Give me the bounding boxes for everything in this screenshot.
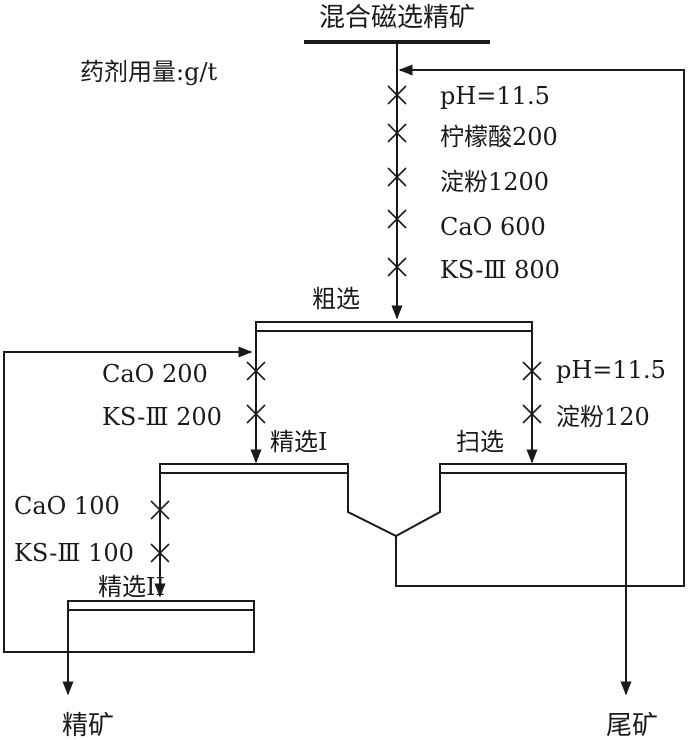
cleaner2-reagent-cross-1 bbox=[150, 500, 170, 520]
rougher-reagent-2: 柠檬酸200 bbox=[440, 123, 558, 151]
middlings-return-line bbox=[395, 64, 685, 587]
cleaner2-cell bbox=[67, 600, 255, 611]
rougher-reagent-5: KS-Ⅲ 800 bbox=[440, 256, 560, 284]
scavenger-reagent-2: 淀粉120 bbox=[556, 403, 650, 431]
rougher-cell bbox=[255, 321, 533, 332]
cleaner2-reagent-2: KS-Ⅲ 100 bbox=[14, 539, 134, 567]
cleaner2-tailings-return-line bbox=[3, 346, 255, 653]
feed-label: 混合磁选精矿 bbox=[319, 3, 475, 33]
scavenger-label: 扫选 bbox=[456, 428, 504, 456]
cleaner1-label: 精选I bbox=[270, 428, 327, 456]
scavenger-reagent-1: pH=11.5 bbox=[556, 356, 666, 384]
rougher-reagent-3: 淀粉1200 bbox=[440, 168, 549, 196]
cleaner1-cell bbox=[159, 463, 349, 474]
reagent-cross-1 bbox=[387, 85, 407, 105]
cleaner2-label: 精选II bbox=[98, 573, 165, 601]
dosage-unit-label: 药剂用量:g/t bbox=[80, 58, 218, 86]
cleaner1-reagent-cross-2 bbox=[246, 404, 266, 424]
reagent-cross-2 bbox=[387, 123, 407, 143]
tailings-label: 尾矿 bbox=[606, 711, 658, 740]
middlings-funnel bbox=[347, 473, 441, 538]
reagent-cross-5 bbox=[387, 257, 407, 277]
rougher-label: 粗选 bbox=[312, 285, 360, 313]
rougher-reagent-1: pH=11.5 bbox=[440, 82, 550, 110]
cleaner1-reagent-1: CaO 200 bbox=[102, 360, 208, 388]
rougher-reagent-4: CaO 600 bbox=[440, 213, 546, 241]
scavenger-cell bbox=[439, 463, 627, 474]
cleaner2-reagent-cross-2 bbox=[150, 543, 170, 563]
reagent-cross-3 bbox=[387, 167, 407, 187]
scavenger-reagent-cross-2 bbox=[522, 404, 542, 424]
cleaner2-reagent-1: CaO 100 bbox=[14, 492, 120, 520]
scavenger-reagent-cross-1 bbox=[522, 361, 542, 381]
cleaner1-reagent-cross-1 bbox=[246, 361, 266, 381]
rougher-reagent-crosses bbox=[387, 85, 407, 277]
cleaner1-reagent-2: KS-Ⅲ 200 bbox=[102, 403, 222, 431]
reagent-cross-4 bbox=[387, 209, 407, 229]
concentrate-label: 精矿 bbox=[62, 711, 114, 740]
